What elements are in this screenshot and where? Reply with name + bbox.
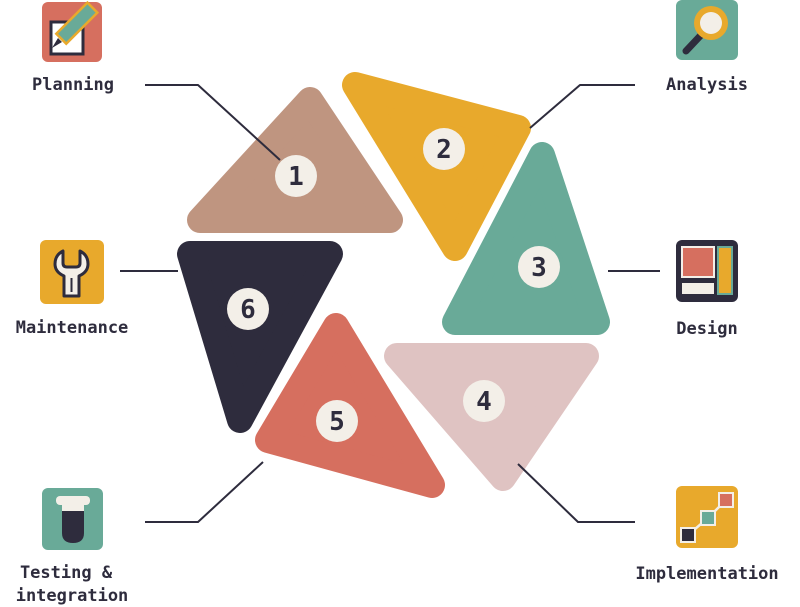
badge-1: 1 (275, 155, 317, 197)
stage-labels: Planning Analysis Design Implementation … (16, 75, 779, 606)
connector-testing (145, 461, 264, 523)
stage-number-5: 5 (329, 407, 345, 437)
label-analysis: Analysis (666, 75, 748, 95)
label-design: Design (676, 319, 737, 339)
layout-blocks-icon (676, 240, 738, 302)
stage-number-6: 6 (240, 295, 256, 325)
label-implementation: Implementation (635, 564, 778, 584)
connector-lines (120, 84, 660, 523)
segment-6-maintenance (177, 241, 343, 433)
flowchart-steps-icon (676, 486, 738, 548)
badge-3: 3 (518, 246, 560, 288)
stage-number-2: 2 (436, 135, 452, 165)
stage-number-3: 3 (531, 253, 547, 283)
label-testing-line-2: integration (16, 586, 129, 606)
segment-3-design (442, 142, 610, 335)
magnifier-icon (676, 0, 738, 60)
label-planning: Planning (32, 75, 114, 95)
connector-implementation (517, 463, 635, 523)
pencil-edit-icon (42, 0, 102, 62)
label-maintenance: Maintenance (16, 318, 129, 338)
connector-planning (145, 84, 281, 161)
wrench-icon (40, 240, 104, 304)
stage-number-1: 1 (288, 162, 304, 192)
label-testing-line-1: Testing & (20, 563, 113, 583)
stage-icons (40, 0, 738, 550)
badge-4: 4 (463, 380, 505, 422)
badge-6: 6 (227, 288, 269, 330)
badge-5: 5 (316, 400, 358, 442)
badge-2: 2 (423, 128, 465, 170)
connector-analysis (529, 84, 635, 129)
test-tube-icon (42, 488, 103, 550)
stage-number-4: 4 (476, 387, 492, 417)
number-badges: 1 2 3 4 5 6 (227, 128, 560, 442)
